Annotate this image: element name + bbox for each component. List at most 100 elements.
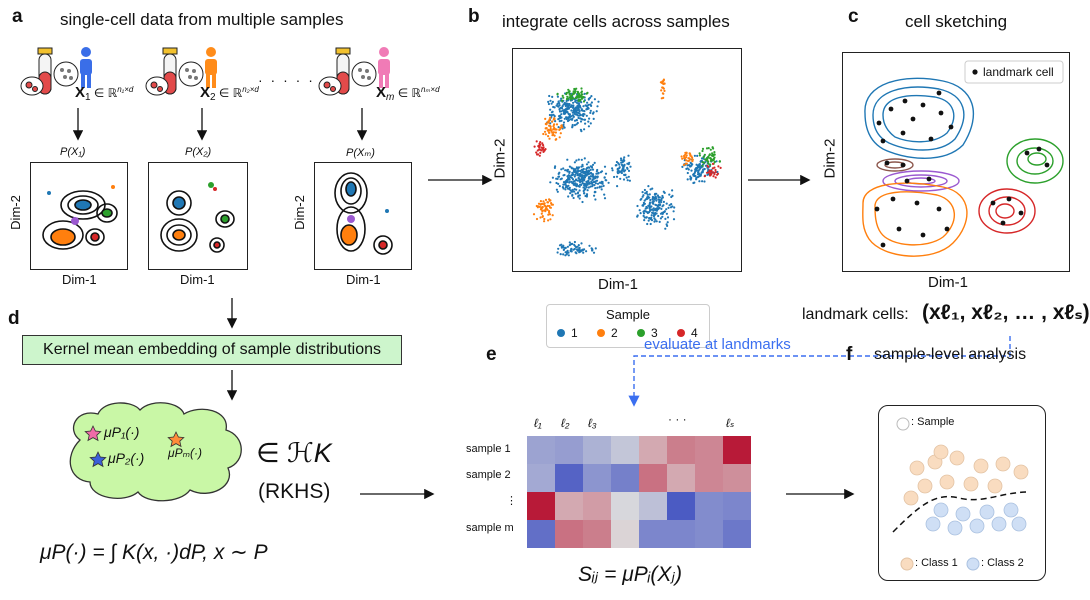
cells-dish-icon: [178, 61, 204, 87]
cell-point: [559, 253, 562, 256]
cell-point: [560, 97, 563, 100]
cell-point: [577, 92, 580, 95]
heatmap-cell: [583, 492, 611, 520]
cell-point: [648, 206, 651, 209]
cell-point: [581, 169, 584, 172]
cell-point: [670, 195, 673, 199]
cell-point: [584, 122, 587, 125]
sample-2-space: X2 ∈ ℝn₂×d: [200, 84, 259, 103]
cell-point: [698, 180, 701, 183]
cell-point: [590, 171, 593, 175]
cell-point: [698, 152, 701, 155]
cell-point: [648, 193, 651, 196]
plot-b-dim1: Dim-1: [598, 276, 638, 293]
heatmap-cell: [555, 464, 583, 492]
cell-point: [581, 171, 585, 174]
cell-point: [549, 125, 552, 128]
cell-point: [689, 158, 692, 161]
cell-point: [607, 181, 610, 184]
kernel-mean-embedding-box: Kernel mean embedding of sample distribu…: [22, 335, 402, 365]
cell-point: [541, 147, 545, 150]
cell-point: [550, 102, 553, 105]
cell-point: [589, 175, 592, 178]
cell-point: [532, 213, 536, 216]
cell-point: [658, 220, 661, 223]
cell-point: [538, 154, 541, 157]
cell-point: [574, 192, 577, 195]
heatmap-cell: [723, 436, 751, 464]
cell-point: [643, 188, 646, 192]
cell-point: [651, 208, 654, 211]
evaluate-at-landmarks-label: evaluate at landmarks: [644, 336, 791, 353]
panel-c-title: cell sketching: [905, 12, 1008, 31]
cell-point: [579, 169, 582, 172]
cell-point: [539, 151, 542, 154]
green-contours: [1006, 138, 1064, 184]
cell-point: [690, 169, 693, 172]
cell-point: [686, 171, 689, 175]
sample-icon-group-2: [145, 47, 217, 96]
cell-point: [558, 115, 561, 118]
class2-legend-label: : Class 2: [981, 557, 1024, 569]
cell-point: [701, 161, 704, 164]
cell-point: [650, 214, 653, 217]
cell-point: [568, 103, 571, 107]
petri-dish-icon: [145, 76, 169, 96]
landmark-tuple: (xℓ₁, xℓ₂, … , xℓₛ): [922, 301, 1090, 324]
legend-dot-1: [557, 329, 565, 337]
cell-point: [568, 90, 571, 93]
panel-c-letter: c: [848, 6, 859, 27]
cell-point: [551, 176, 554, 179]
cell-point: [585, 163, 589, 166]
cell-point: [658, 201, 661, 204]
cell-point: [585, 168, 588, 171]
cell-point: [576, 179, 579, 182]
cell-point: [664, 227, 667, 230]
mu-pm: μPₘ(·): [168, 446, 203, 460]
cell-point: [582, 100, 586, 103]
cell-point: [703, 167, 706, 171]
cell-point: [653, 193, 656, 196]
cell-point: [662, 200, 665, 203]
cell-point: [574, 113, 577, 116]
cell-point: [553, 106, 556, 109]
cell-point: [655, 197, 658, 200]
cell-point: [616, 168, 619, 171]
row-label-sample-m: sample m: [466, 522, 514, 534]
heatmap-cell: [723, 464, 751, 492]
cell-point: [655, 212, 658, 215]
cell-point: [663, 210, 666, 213]
cell-point: [556, 190, 559, 193]
cell-point: [567, 88, 570, 91]
cell-point: [695, 166, 698, 170]
cell-point: [581, 248, 584, 251]
panel-d-letter: d: [8, 308, 20, 329]
cell-point: [707, 165, 710, 168]
cell-point: [719, 166, 722, 169]
cell-point: [579, 106, 582, 109]
cell-point: [692, 181, 695, 185]
cell-point: [684, 162, 687, 165]
landmark-legend-box: [964, 60, 1064, 84]
cell-point: [659, 212, 663, 215]
cell-point: [557, 126, 560, 129]
cell-point: [587, 179, 590, 182]
cell-point: [686, 178, 689, 181]
cell-point: [577, 177, 580, 180]
cell-point: [552, 123, 556, 126]
cell-point: [639, 212, 642, 215]
cell-point: [549, 116, 552, 119]
cell-point: [553, 115, 556, 118]
cell-point: [560, 106, 563, 109]
cell-point: [696, 154, 699, 157]
sample-legend-circle: [896, 417, 910, 431]
cell-point: [623, 156, 626, 159]
cell-point: [666, 221, 669, 224]
cell-point: [560, 116, 563, 119]
cell-point: [557, 172, 560, 175]
panel-f-letter: f: [846, 344, 853, 365]
cell-point: [578, 197, 581, 200]
cell-point: [569, 189, 572, 192]
sample-1-x: X: [75, 84, 86, 101]
cell-point: [558, 110, 562, 113]
